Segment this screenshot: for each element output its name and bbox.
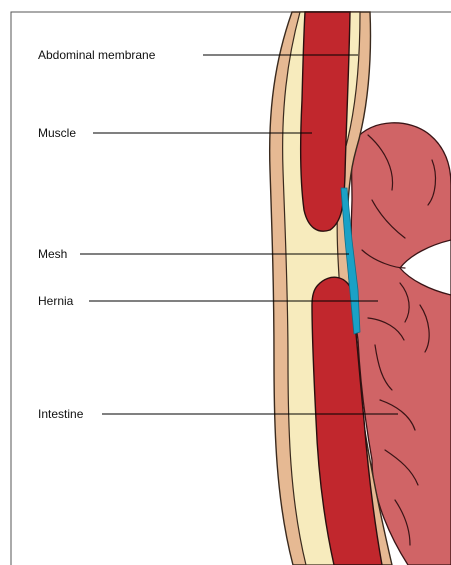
label-mesh: Mesh [38, 247, 67, 261]
label-hernia: Hernia [38, 294, 73, 308]
label-intestine: Intestine [38, 407, 83, 421]
label-muscle: Muscle [38, 126, 76, 140]
label-abdominal-membrane: Abdominal membrane [38, 48, 155, 62]
